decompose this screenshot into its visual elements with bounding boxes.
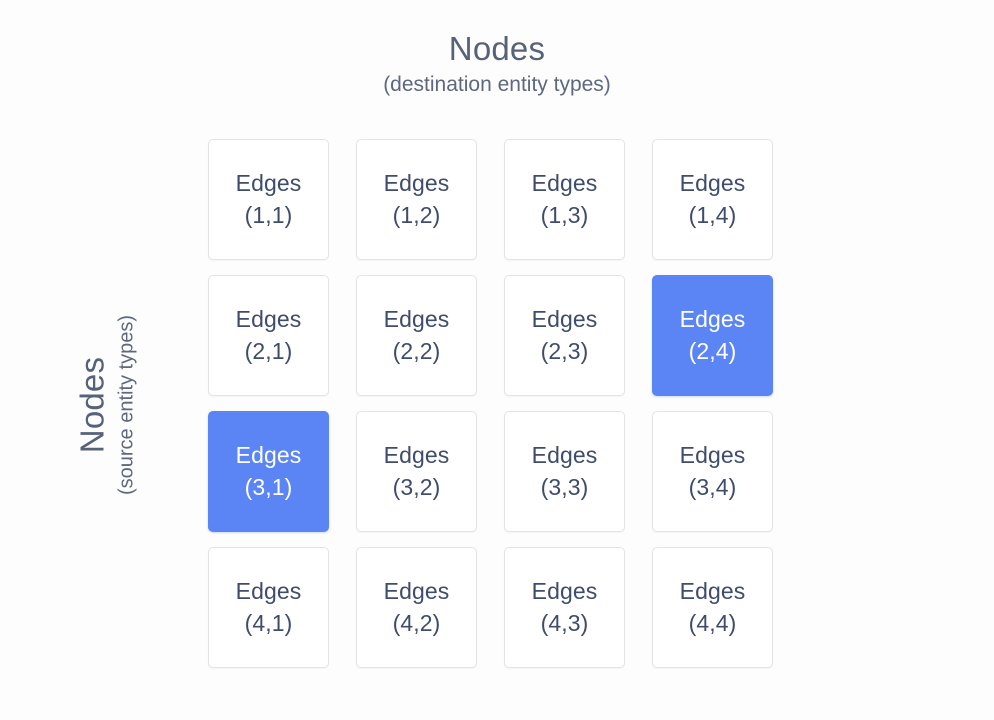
matrix-cell-coords: (2,3) — [540, 337, 589, 364]
matrix-cell-1-2[interactable]: Edges (1,2) — [356, 139, 477, 260]
matrix-cell-4-1[interactable]: Edges (4,1) — [208, 547, 329, 668]
matrix-cell-1-3[interactable]: Edges (1,3) — [504, 139, 625, 260]
left-axis-title: Nodes — [73, 356, 111, 454]
matrix-cell-3-3[interactable]: Edges (3,3) — [504, 411, 625, 532]
matrix-cell-label: Edges — [235, 306, 302, 333]
matrix-cell-coords: (2,1) — [244, 337, 293, 364]
matrix-cell-coords: (2,4) — [688, 337, 737, 364]
matrix-cell-3-1[interactable]: Edges (3,1) — [208, 411, 329, 532]
matrix-cell-label: Edges — [531, 442, 598, 469]
matrix-cell-coords: (3,1) — [244, 473, 293, 500]
matrix-cell-label: Edges — [531, 578, 598, 605]
matrix-cell-label: Edges — [679, 170, 746, 197]
matrix-cell-2-4[interactable]: Edges (2,4) — [652, 275, 773, 396]
matrix-cell-2-2[interactable]: Edges (2,2) — [356, 275, 477, 396]
matrix-cell-2-1[interactable]: Edges (2,1) — [208, 275, 329, 396]
matrix-cell-coords: (1,1) — [244, 201, 293, 228]
matrix-cell-coords: (4,3) — [540, 609, 589, 636]
matrix-cell-label: Edges — [383, 306, 450, 333]
matrix-cell-1-4[interactable]: Edges (1,4) — [652, 139, 773, 260]
matrix-cell-label: Edges — [679, 442, 746, 469]
matrix-cell-coords: (3,3) — [540, 473, 589, 500]
matrix-cell-label: Edges — [383, 170, 450, 197]
matrix-cell-label: Edges — [383, 578, 450, 605]
matrix-cell-4-4[interactable]: Edges (4,4) — [652, 547, 773, 668]
matrix-cell-2-3[interactable]: Edges (2,3) — [504, 275, 625, 396]
matrix-cell-coords: (2,2) — [392, 337, 441, 364]
matrix-cell-label: Edges — [235, 578, 302, 605]
matrix-cell-label: Edges — [235, 170, 302, 197]
matrix-cell-4-3[interactable]: Edges (4,3) — [504, 547, 625, 668]
top-axis-label: Nodes (destination entity types) — [0, 30, 994, 97]
matrix-cell-coords: (3,2) — [392, 473, 441, 500]
left-axis-subtitle: (source entity types) — [115, 314, 138, 496]
matrix-cell-label: Edges — [679, 578, 746, 605]
left-axis-label: Nodes (source entity types) — [74, 245, 139, 565]
matrix-cell-3-4[interactable]: Edges (3,4) — [652, 411, 773, 532]
matrix-cell-coords: (4,4) — [688, 609, 737, 636]
matrix-cell-coords: (4,1) — [244, 609, 293, 636]
matrix-cell-1-1[interactable]: Edges (1,1) — [208, 139, 329, 260]
matrix-cell-3-2[interactable]: Edges (3,2) — [356, 411, 477, 532]
matrix-cell-coords: (1,2) — [392, 201, 441, 228]
matrix-cell-label: Edges — [531, 306, 598, 333]
top-axis-subtitle: (destination entity types) — [383, 72, 611, 96]
matrix-cell-4-2[interactable]: Edges (4,2) — [356, 547, 477, 668]
matrix-cell-label: Edges — [531, 170, 598, 197]
edges-matrix-grid: Edges (1,1) Edges (1,2) Edges (1,3) Edges (1,4)… — [208, 139, 773, 668]
matrix-cell-label: Edges — [235, 442, 302, 469]
matrix-cell-coords: (1,3) — [540, 201, 589, 228]
matrix-cell-label: Edges — [383, 442, 450, 469]
matrix-cell-coords: (4,2) — [392, 609, 441, 636]
matrix-cell-coords: (3,4) — [688, 473, 737, 500]
top-axis-title: Nodes — [448, 30, 546, 67]
matrix-cell-label: Edges — [679, 306, 746, 333]
matrix-cell-coords: (1,4) — [688, 201, 737, 228]
